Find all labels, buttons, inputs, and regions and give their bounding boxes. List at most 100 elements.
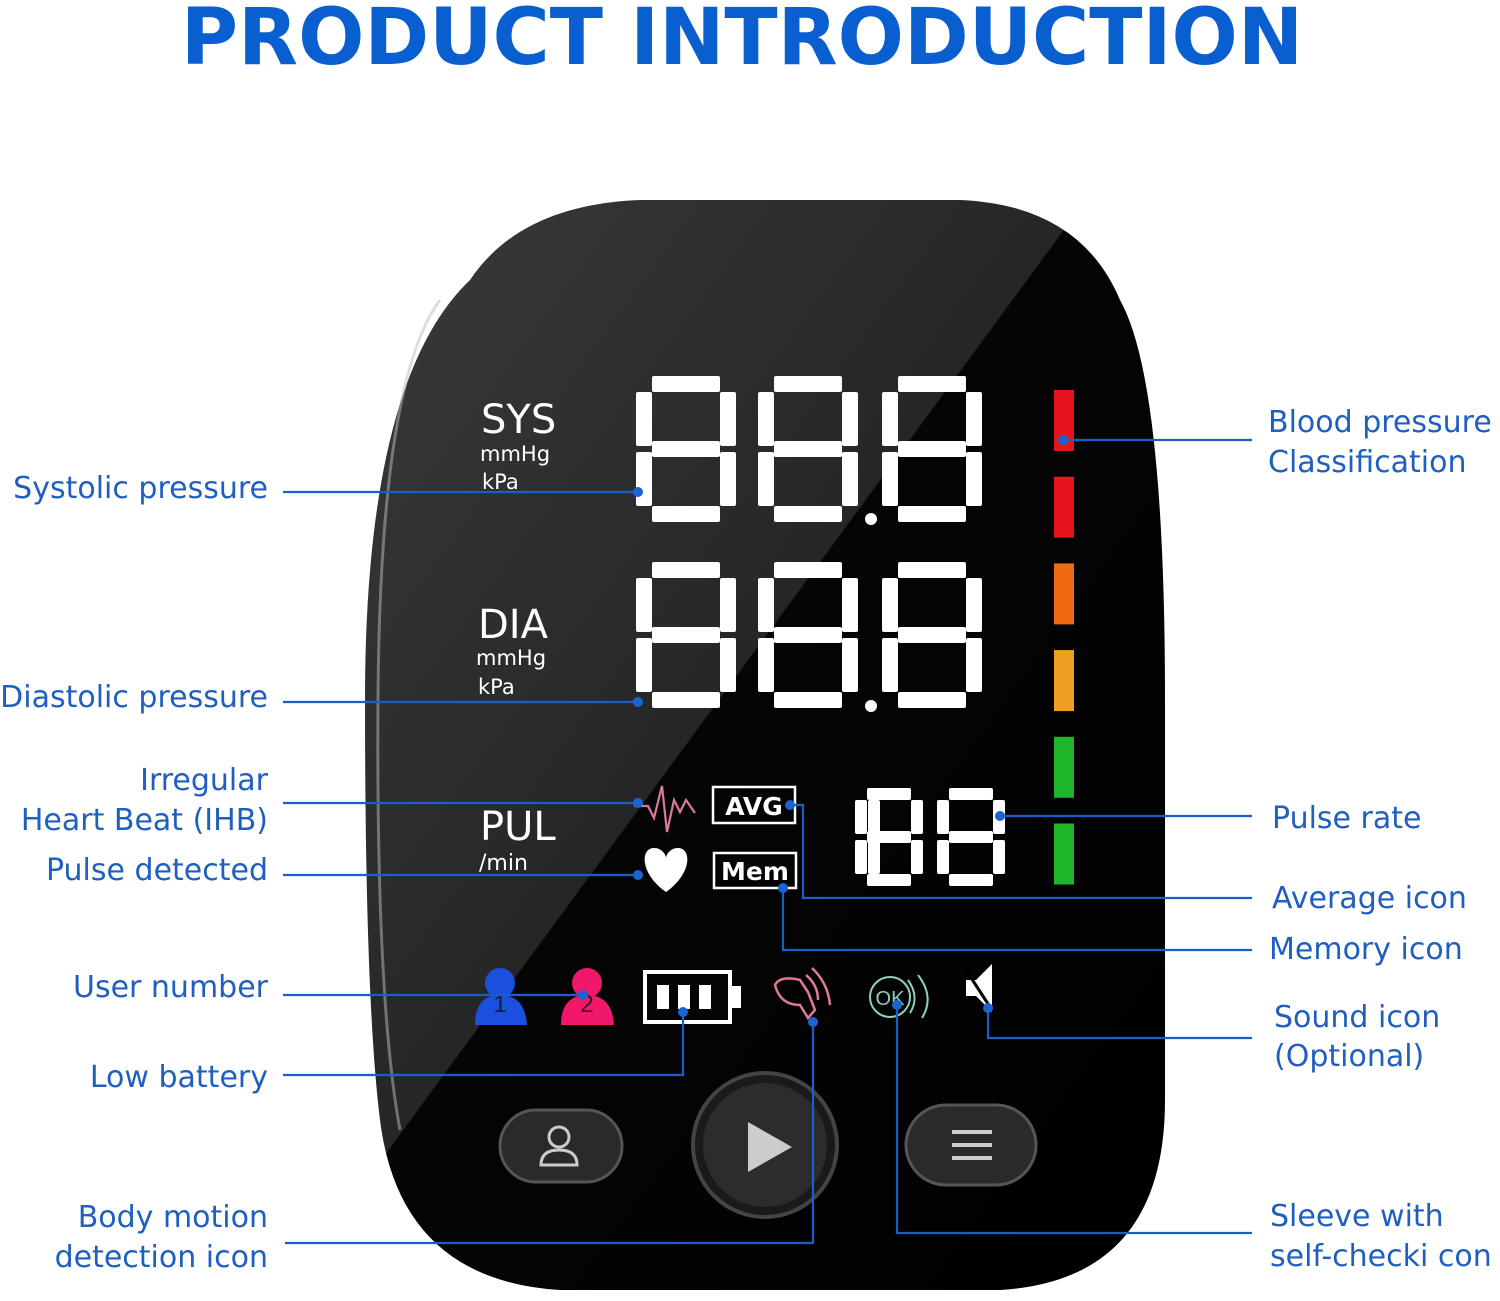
label-bp-class-1: Blood pressure (1268, 405, 1492, 440)
callout-lines (283, 435, 1252, 1245)
segment-d (652, 506, 720, 522)
device-highlight (376, 299, 442, 1131)
segment-e (882, 638, 898, 692)
sys-unit-mmhg: mmHg (480, 442, 550, 466)
segment-d (949, 874, 993, 886)
segment-b (911, 800, 923, 834)
segment-f (758, 578, 774, 632)
segment-d (774, 506, 842, 522)
bp-classification-bars (1054, 390, 1074, 885)
pulse-digits (855, 788, 1005, 886)
segment-d (867, 874, 911, 886)
segment-f (882, 392, 898, 446)
label-sound-1: Sound icon (1274, 1000, 1440, 1035)
dia-unit-mmhg: mmHg (476, 646, 546, 670)
segment-e (636, 638, 652, 692)
classification-bar-2 (1054, 476, 1074, 538)
battery-icon (643, 970, 741, 1024)
segment-c (720, 452, 736, 506)
heart-icon (644, 848, 688, 892)
segment-g (867, 831, 911, 843)
segment-c (842, 638, 858, 692)
segment-g (774, 627, 842, 643)
segment-g (652, 627, 720, 643)
pul-label: PUL (480, 804, 556, 850)
label-sleeve-2: self-checki con (1270, 1239, 1492, 1274)
segment-f (937, 800, 949, 834)
segment-b (868, 800, 880, 834)
segment-a (774, 376, 842, 392)
user-1-icon: 1 (475, 968, 527, 1025)
label-ihb-1: Irregular (140, 763, 269, 798)
label-body-motion-2: detection icon (55, 1240, 268, 1275)
segment-b (720, 578, 736, 632)
segment-a (898, 562, 966, 578)
classification-bar-6 (1054, 823, 1074, 885)
segment-a (652, 562, 720, 578)
segment-f (882, 578, 898, 632)
menu-button[interactable] (904, 1103, 1038, 1187)
segment-b (966, 392, 982, 446)
segment-g (898, 441, 966, 457)
segment-e (937, 840, 949, 874)
classification-bar-3 (1054, 563, 1074, 625)
label-bp-class-2: Classification (1268, 445, 1467, 480)
label-low-battery: Low battery (90, 1060, 268, 1095)
sys-decimal-point (865, 513, 877, 525)
user-1-number: 1 (493, 991, 506, 1018)
label-sound-2: (Optional) (1274, 1039, 1424, 1074)
segment-g (774, 441, 842, 457)
segment-b (966, 578, 982, 632)
play-icon (748, 1122, 792, 1172)
segment-f (855, 800, 867, 834)
segment-a (949, 788, 993, 800)
label-sleeve-1: Sleeve with (1270, 1199, 1444, 1234)
classification-bar-5 (1054, 736, 1074, 798)
start-button[interactable] (691, 1071, 839, 1219)
profile-button[interactable] (498, 1108, 624, 1184)
label-user-number: User number (73, 970, 269, 1005)
segment-c (911, 840, 923, 874)
segment-e (758, 638, 774, 692)
segment-b (720, 392, 736, 446)
label-pulse-rate: Pulse rate (1272, 801, 1421, 836)
label-systolic: Systolic pressure (13, 471, 268, 506)
page-title: PRODUCT INTRODUCTION (181, 0, 1303, 83)
label-average: Average icon (1272, 881, 1467, 916)
segment-d (898, 506, 966, 522)
classification-bar-4 (1054, 650, 1074, 712)
segment-d (652, 692, 720, 708)
segment-e (882, 452, 898, 506)
sys-unit-kpa: kPa (482, 470, 519, 494)
label-memory: Memory icon (1269, 932, 1463, 967)
avg-badge: AVG (725, 792, 783, 821)
segment-f (636, 578, 652, 632)
segment-c (966, 452, 982, 506)
segment-d (774, 692, 842, 708)
label-body-motion-1: Body motion (78, 1200, 268, 1235)
segment-g (949, 831, 993, 843)
segment-f (636, 392, 652, 446)
segment-a (867, 788, 911, 800)
body-motion-icon (773, 967, 832, 1021)
segment-g (898, 627, 966, 643)
segment-e (855, 840, 867, 874)
dia-label: DIA (478, 602, 549, 648)
segment-b (842, 392, 858, 446)
segment-e (758, 452, 774, 506)
label-ihb-2: Heart Beat (IHB) (21, 803, 268, 838)
ihb-icon (634, 785, 696, 833)
segment-c (720, 638, 736, 692)
segment-c (868, 840, 880, 874)
mem-badge: Mem (721, 857, 789, 886)
segment-g (652, 441, 720, 457)
segment-a (898, 376, 966, 392)
dia-decimal-point (865, 700, 877, 712)
label-pulse-detected: Pulse detected (46, 853, 268, 888)
sys-label: SYS (481, 397, 556, 443)
dia-unit-kpa: kPa (478, 675, 515, 699)
segment-f (758, 392, 774, 446)
segment-e (636, 452, 652, 506)
segment-c (993, 840, 1005, 874)
